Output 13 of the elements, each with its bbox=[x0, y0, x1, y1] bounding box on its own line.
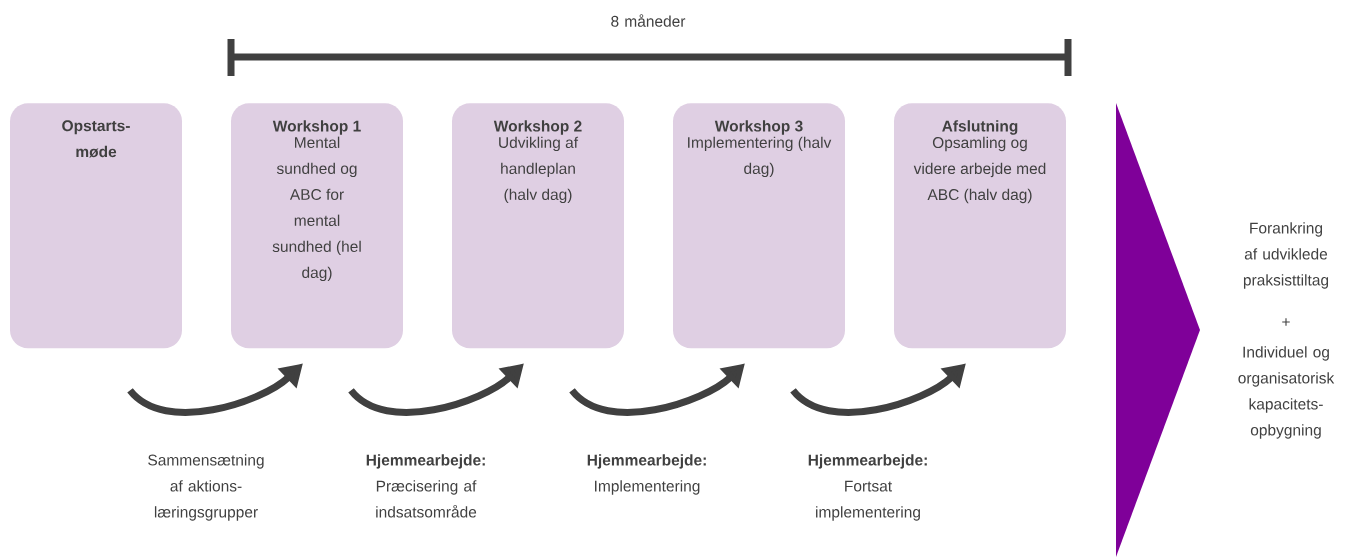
homework-text: Hjemmearbejde: Implementering bbox=[587, 454, 706, 495]
session-box: Workshop 3 Implementering (halv dag) bbox=[673, 103, 845, 349]
outcome-text: + bbox=[1282, 318, 1290, 326]
session-box: Workshop 2 Udvikling af handleplan (halv dag) bbox=[452, 103, 624, 349]
homework-text: Hjemmearbejde: Præcisering af indsatsområde bbox=[366, 454, 485, 518]
outcome-text: Forankring af udviklede praksisttiltag bbox=[1243, 222, 1329, 289]
homework-text: Hjemmearbejde: Fortsat implementering bbox=[808, 454, 927, 521]
homework-text: Sammensætning af aktions- læringsgrupper bbox=[148, 454, 264, 521]
outcome-text: Individuel og organisatorisk kapacitets- opbygning bbox=[1238, 346, 1335, 439]
duration-label: 8 måneder bbox=[611, 14, 686, 27]
session-box: Afslutning Opsamling og videre arbejde med ABC (halv dag) bbox=[894, 103, 1066, 349]
session-box: Workshop 1 Mental sundhed og ABC for mental sundhed (hel dag) bbox=[231, 103, 403, 349]
session-box: Opstarts- møde bbox=[10, 103, 182, 349]
